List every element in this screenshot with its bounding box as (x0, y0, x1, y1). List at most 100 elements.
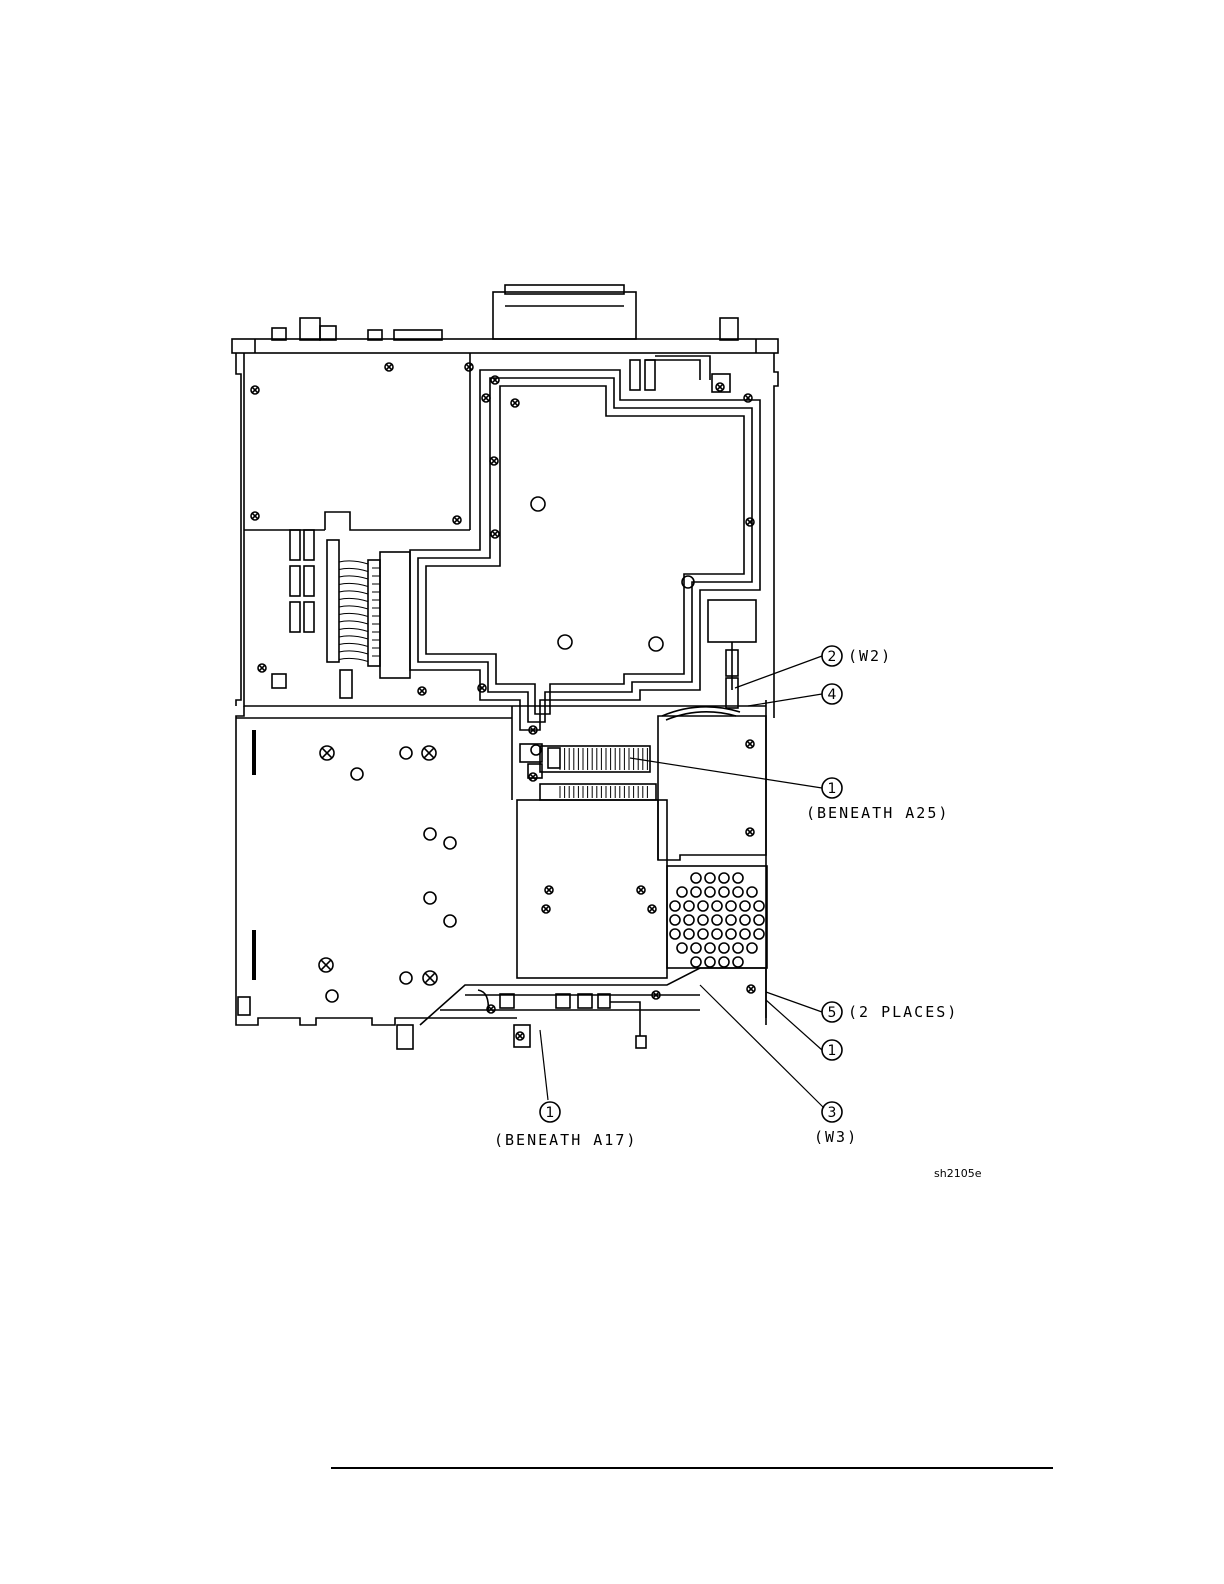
rear-panel-connectors (272, 285, 738, 340)
fan-hole (677, 943, 687, 953)
hole (351, 768, 363, 780)
screw (491, 530, 499, 538)
fan-hole (691, 873, 701, 883)
fan-hole (733, 957, 743, 967)
screw (511, 399, 519, 407)
callout-1-a17: 1 (BENEATH A17) (494, 1102, 637, 1149)
screw (746, 740, 754, 748)
fan-hole (698, 901, 708, 911)
fan-grille-holes (670, 873, 764, 967)
fan-hole (684, 915, 694, 925)
fan-hole (712, 901, 722, 911)
screw-fasteners (251, 363, 755, 1040)
hole (424, 828, 436, 840)
screw (418, 687, 426, 695)
fan-hole (705, 943, 715, 953)
svg-text:(W2): (W2) (848, 647, 892, 665)
fan-hole (670, 929, 680, 939)
fan-hole (754, 901, 764, 911)
hole (326, 990, 338, 1002)
fan-hole (684, 901, 694, 911)
main-module-cavity (410, 356, 760, 730)
screw (251, 386, 259, 394)
svg-text:(BENEATH A17): (BENEATH A17) (494, 1131, 637, 1149)
callout-1-right: 1 (822, 1040, 842, 1060)
screw (422, 746, 436, 760)
wire (339, 583, 368, 586)
callout-4: 4 (822, 684, 842, 704)
screw (637, 886, 645, 894)
fan-hole (740, 901, 750, 911)
fan-hole (670, 901, 680, 911)
hole (444, 915, 456, 927)
fan-hole (719, 957, 729, 967)
fan-hole (740, 915, 750, 925)
svg-text:1: 1 (546, 1105, 555, 1121)
svg-text:3: 3 (828, 1105, 837, 1121)
fan-hole (684, 929, 694, 939)
callout-5: 5 (2 PLACES) (822, 1002, 958, 1022)
fan-hole (698, 915, 708, 925)
mounting-holes (326, 497, 694, 1002)
screw (482, 394, 490, 402)
callout-2: 2 (W2) (822, 646, 892, 666)
screw (529, 773, 537, 781)
screw (545, 886, 553, 894)
wire (339, 606, 368, 609)
fan-hole (747, 943, 757, 953)
callout-leaders (540, 656, 824, 1108)
wire (339, 568, 368, 571)
fan-hole (691, 887, 701, 897)
svg-text:2: 2 (828, 649, 837, 665)
screw (453, 516, 461, 524)
screw (747, 985, 755, 993)
fan-hole (698, 929, 708, 939)
screw (423, 971, 437, 985)
screw (516, 1032, 524, 1040)
svg-text:(BENEATH A25): (BENEATH A25) (806, 804, 949, 822)
fan-hole (705, 957, 715, 967)
fan-hole (747, 887, 757, 897)
hole (424, 892, 436, 904)
cable-bundle-wires (560, 748, 647, 798)
screw (385, 363, 393, 371)
svg-text:(2 PLACES): (2 PLACES) (848, 1003, 958, 1021)
fan-hole (712, 929, 722, 939)
screw (746, 828, 754, 836)
fan-hole (691, 943, 701, 953)
fan-hole (726, 929, 736, 939)
hole (531, 497, 545, 511)
wire (339, 628, 368, 631)
callout-1-a25: 1 (BENEATH A25) (806, 778, 949, 822)
fan-hole (740, 929, 750, 939)
screw (648, 905, 656, 913)
fan-hole (677, 887, 687, 897)
wire (339, 613, 368, 616)
chassis-frame (232, 339, 778, 1018)
fan-hole (712, 915, 722, 925)
hole (649, 637, 663, 651)
svg-text:4: 4 (828, 687, 837, 703)
svg-text:1: 1 (828, 1043, 837, 1059)
screw (251, 512, 259, 520)
svg-text:(W3): (W3) (814, 1128, 858, 1146)
screw (490, 457, 498, 465)
fan-hole (719, 887, 729, 897)
screw (320, 746, 334, 760)
upper-left-board (236, 706, 517, 1025)
figure-id: sh2105e (934, 1167, 982, 1180)
hole (444, 837, 456, 849)
wire (339, 643, 368, 646)
fan-hole (754, 915, 764, 925)
svg-text:5: 5 (828, 1005, 837, 1021)
screw (542, 905, 550, 913)
ribbon-wires (339, 561, 380, 662)
wire (339, 651, 368, 654)
callout-3: 3 (W3) (814, 1102, 858, 1146)
fan-hole (733, 873, 743, 883)
wire (339, 658, 368, 661)
wire (339, 621, 368, 624)
fan-hole (705, 873, 715, 883)
hole (558, 635, 572, 649)
